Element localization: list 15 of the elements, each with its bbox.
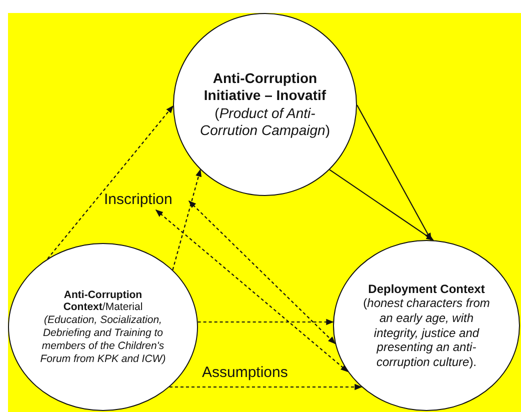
arrow: [329, 169, 434, 241]
annotation-label: Assumptions: [202, 364, 288, 381]
dashed-arrow: [47, 105, 174, 260]
dashed-arrow: [188, 200, 336, 344]
node-description: (Product of Anti-Corrution Campaign): [199, 104, 331, 139]
dashed-arrow: [198, 318, 334, 326]
node-description: (Education, Socialization, Debriefing and Training to members of the Children's Forum from KPK and ICW): [39, 314, 167, 366]
annotation-label: Inscription: [104, 191, 172, 208]
node-description: (honest characters from an early age, with integrity, justice and presenting an anti-corruption culture).: [362, 296, 491, 370]
node-heading: Anti-Corruption Initiative – Inovatif: [202, 70, 328, 104]
dashed-arrow: [172, 168, 202, 270]
dashed-arrow: [169, 384, 362, 390]
node-heading: Deployment Context: [367, 282, 486, 296]
dashed-arrow: [155, 210, 348, 372]
node-heading: Anti-Corruption Context/Material: [62, 288, 144, 314]
